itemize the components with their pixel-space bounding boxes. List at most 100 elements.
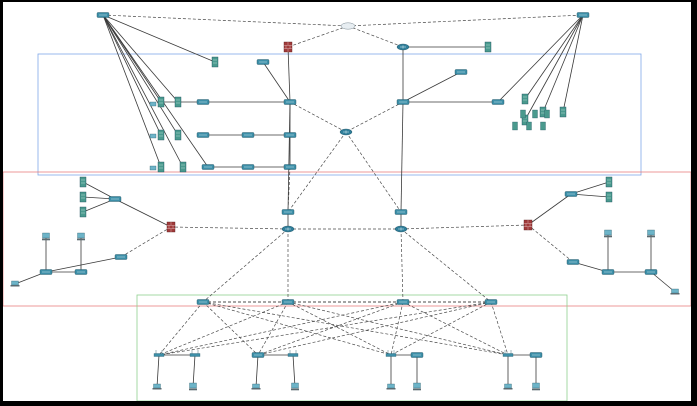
server-icon[interactable] (79, 206, 87, 218)
laptop-icon[interactable] (152, 383, 162, 390)
laptop-icon[interactable] (670, 288, 680, 295)
firewall-icon[interactable] (283, 41, 293, 53)
switch-icon[interactable] (283, 99, 297, 105)
switch-icon[interactable] (108, 196, 122, 202)
switch-icon[interactable] (74, 269, 88, 275)
switch-icon[interactable] (410, 352, 424, 358)
switch-icon[interactable] (566, 259, 580, 265)
server-icon[interactable] (174, 96, 182, 108)
network-link (102, 14, 179, 136)
server-body (174, 96, 182, 108)
network-link (202, 301, 509, 356)
switch-icon[interactable] (396, 299, 410, 305)
server-icon[interactable] (484, 41, 492, 53)
server-icon[interactable] (520, 109, 526, 119)
laptop-icon[interactable] (251, 383, 261, 390)
pc-icon[interactable] (149, 101, 157, 107)
router-icon[interactable] (339, 128, 353, 136)
switch-icon[interactable] (454, 69, 468, 75)
router-icon[interactable] (281, 225, 295, 233)
pc-monitor (532, 382, 540, 389)
pc-icon[interactable] (149, 133, 157, 139)
wireless-icon[interactable] (287, 350, 299, 357)
switch-icon[interactable] (283, 164, 297, 170)
switch-icon[interactable] (96, 12, 110, 18)
pc-icon[interactable] (149, 165, 157, 171)
wireless-icon[interactable] (502, 350, 514, 357)
wireless-icon[interactable] (153, 350, 165, 357)
pc-icon[interactable] (189, 382, 197, 391)
wireless-icon[interactable] (189, 350, 201, 357)
access-zone (136, 294, 568, 401)
server-icon[interactable] (79, 176, 87, 188)
pc-monitor (604, 229, 612, 236)
pc-keyboard (77, 238, 85, 241)
network-link (257, 301, 492, 356)
laptop-icon[interactable] (386, 383, 396, 390)
network-link (570, 181, 610, 195)
network-link (158, 301, 204, 356)
switch-icon[interactable] (491, 99, 505, 105)
laptop-icon[interactable] (503, 383, 513, 390)
switch-icon[interactable] (529, 352, 543, 358)
switch-icon[interactable] (256, 59, 270, 65)
switch-icon[interactable] (196, 299, 210, 305)
server-icon[interactable] (540, 121, 546, 131)
switch-icon[interactable] (196, 99, 210, 105)
network-link (82, 181, 116, 200)
network-link (287, 301, 509, 356)
server-icon[interactable] (605, 176, 613, 188)
server-icon[interactable] (526, 121, 532, 131)
switch-icon[interactable] (241, 164, 255, 170)
switch-icon[interactable] (251, 352, 265, 358)
switch-icon[interactable] (484, 299, 498, 305)
router-arrows (343, 130, 349, 134)
server-icon[interactable] (544, 109, 550, 119)
switch-icon[interactable] (576, 12, 590, 18)
laptop-screen (11, 280, 19, 286)
switch-icon[interactable] (283, 132, 297, 138)
switch-icon[interactable] (39, 269, 53, 275)
server-icon[interactable] (174, 129, 182, 141)
pc-icon[interactable] (77, 232, 85, 241)
pc-icon[interactable] (604, 229, 612, 238)
wireless-icon[interactable] (385, 350, 397, 357)
server-icon[interactable] (79, 191, 87, 203)
pc-icon[interactable] (532, 382, 540, 391)
network-link (650, 271, 676, 293)
server-icon[interactable] (512, 121, 518, 131)
switch-icon[interactable] (201, 164, 215, 170)
server-icon[interactable] (211, 56, 219, 68)
switch-icon[interactable] (196, 132, 210, 138)
pc-icon[interactable] (413, 382, 421, 391)
cloud-icon[interactable] (340, 22, 356, 30)
server-icon[interactable] (157, 129, 165, 141)
switch-icon[interactable] (396, 99, 410, 105)
server-icon[interactable] (605, 191, 613, 203)
switch-icon[interactable] (644, 269, 658, 275)
server-icon[interactable] (179, 161, 187, 173)
pc-icon[interactable] (291, 382, 299, 391)
server-icon[interactable] (559, 106, 567, 118)
firewall-icon[interactable] (523, 219, 533, 231)
router-icon[interactable] (396, 43, 410, 51)
switch-icon[interactable] (394, 209, 408, 215)
router-icon[interactable] (394, 225, 408, 233)
pc-icon[interactable] (647, 229, 655, 238)
network-link (524, 14, 584, 100)
server-body (521, 93, 529, 105)
server-icon[interactable] (157, 96, 165, 108)
switch-icon[interactable] (601, 269, 615, 275)
laptop-icon[interactable] (10, 280, 20, 287)
firewall-icon[interactable] (166, 221, 176, 233)
switch-icon[interactable] (241, 132, 255, 138)
switch-icon[interactable] (281, 299, 295, 305)
switch-icon[interactable] (281, 209, 295, 215)
server-body (544, 109, 550, 119)
switch-icon[interactable] (564, 191, 578, 197)
pc-icon[interactable] (42, 232, 50, 241)
switch-icon[interactable] (114, 254, 128, 260)
server-icon[interactable] (157, 161, 165, 173)
server-icon[interactable] (521, 93, 529, 105)
server-icon[interactable] (532, 109, 538, 119)
